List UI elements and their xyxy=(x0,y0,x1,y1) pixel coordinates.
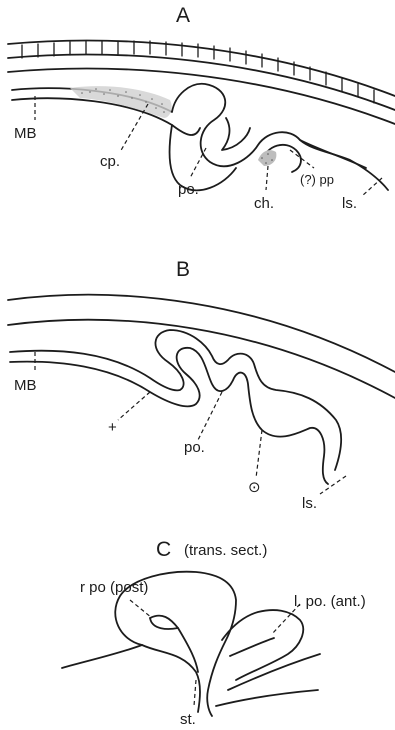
panel-a-ch-stipple xyxy=(258,150,276,166)
panel-a-fold-inner xyxy=(222,118,250,150)
panel-a-outer-wall-inner xyxy=(8,55,395,110)
panel-c-right-lower xyxy=(228,654,320,690)
panel-a-label-po: po. xyxy=(178,181,199,198)
panel-a-leader-po xyxy=(190,148,206,178)
panel-a-leader-ch xyxy=(266,166,268,190)
panel-b-label-po: po. xyxy=(184,439,205,456)
panel-c: C (trans. sect.) r po (post) l. po. (ant… xyxy=(62,538,366,728)
panel-c-left-floor xyxy=(62,645,142,668)
panel-b-leader-circle xyxy=(256,430,262,478)
panel-b-leader-plus xyxy=(118,392,150,420)
panel-b-floor-inner xyxy=(10,348,328,484)
panel-b: B MB + po. ⊙ ls. xyxy=(8,258,395,512)
panel-a-label-ch: ch. xyxy=(254,195,274,212)
panel-c-label-lpo: l. po. (ant.) xyxy=(294,593,366,610)
panel-c-label-st: st. xyxy=(180,711,196,728)
panel-c-letter: C xyxy=(156,538,171,561)
panel-c-subtitle: (trans. sect.) xyxy=(184,542,267,559)
panel-b-letter: B xyxy=(176,258,190,281)
panel-c-left-lobe-lower xyxy=(142,645,200,712)
panel-a: A xyxy=(8,4,395,212)
panel-b-floor-fold xyxy=(10,330,341,470)
panel-a-label-mb: MB xyxy=(14,125,37,142)
panel-b-leader-po xyxy=(198,392,222,440)
panel-c-right-inner-fold xyxy=(230,638,274,656)
panel-a-leader-pp xyxy=(290,150,314,168)
panel-b-label-circle: ⊙ xyxy=(248,479,261,496)
panel-a-cp-stipple xyxy=(70,86,172,118)
panel-a-label-cp: cp. xyxy=(100,153,120,170)
panel-b-outer-wall xyxy=(8,295,395,372)
panel-a-letter: A xyxy=(176,4,190,27)
panel-c-left-inner-fold xyxy=(150,616,198,672)
panel-b-label-mb: MB xyxy=(14,377,37,394)
panel-a-label-ls: ls. xyxy=(342,195,357,212)
panel-b-label-ls: ls. xyxy=(302,495,317,512)
panel-a-leader-cp xyxy=(120,104,148,152)
panel-c-leader-st xyxy=(194,680,196,706)
panel-a-label-pp: (?) pp xyxy=(300,172,334,187)
panel-a-ls-fold xyxy=(300,140,366,168)
panel-c-leader-rpo xyxy=(130,600,152,618)
panel-c-right-base xyxy=(216,690,318,706)
panel-b-label-plus: + xyxy=(108,419,117,436)
panel-c-label-rpo: r po (post) xyxy=(80,579,148,596)
